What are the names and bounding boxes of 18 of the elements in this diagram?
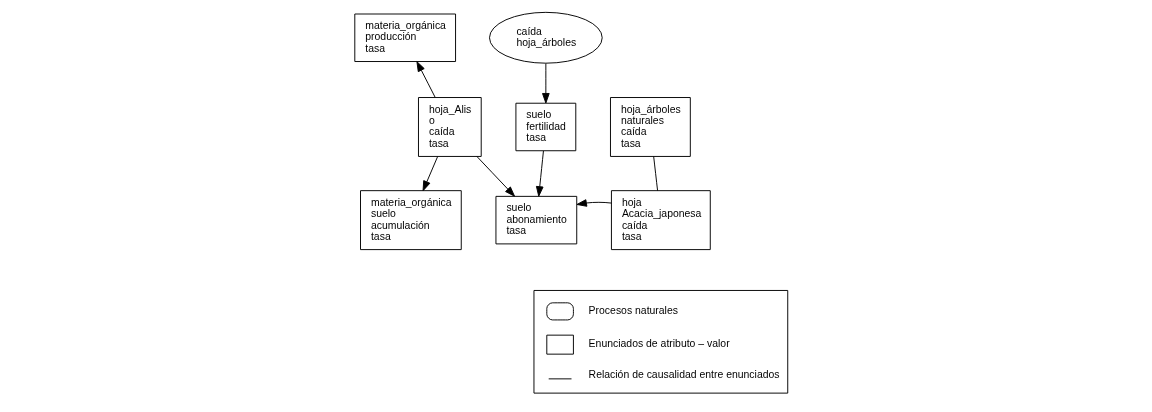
connector bbox=[652, 156, 658, 192]
node-box: suelo fertilidad tasa bbox=[514, 102, 576, 152]
arrow bbox=[415, 61, 436, 98]
node-box: materia_orgánica suelo acumulación tasa bbox=[359, 190, 462, 251]
arrow bbox=[476, 156, 515, 197]
arrow bbox=[422, 156, 438, 192]
arrow bbox=[576, 199, 612, 207]
node-box: hoja Acacia_japonesa caída tasa bbox=[610, 190, 711, 251]
legend-label: Relación de causalidad entre enunciados bbox=[588, 368, 780, 380]
node-ellipse: caída hoja_árboles bbox=[488, 11, 603, 64]
node-box: hoja_árboles naturales caída tasa bbox=[609, 97, 691, 157]
arrow bbox=[535, 150, 544, 197]
node-box: suelo abonamiento tasa bbox=[494, 195, 577, 245]
node-box: hoja_Alis o caída tasa bbox=[417, 97, 482, 157]
node-box: materia_orgánica producción tasa bbox=[353, 13, 456, 62]
legend-label: Procesos naturales bbox=[588, 305, 678, 317]
arrow bbox=[541, 63, 550, 104]
legend-label: Enunciados de atributo – valor bbox=[588, 338, 730, 350]
